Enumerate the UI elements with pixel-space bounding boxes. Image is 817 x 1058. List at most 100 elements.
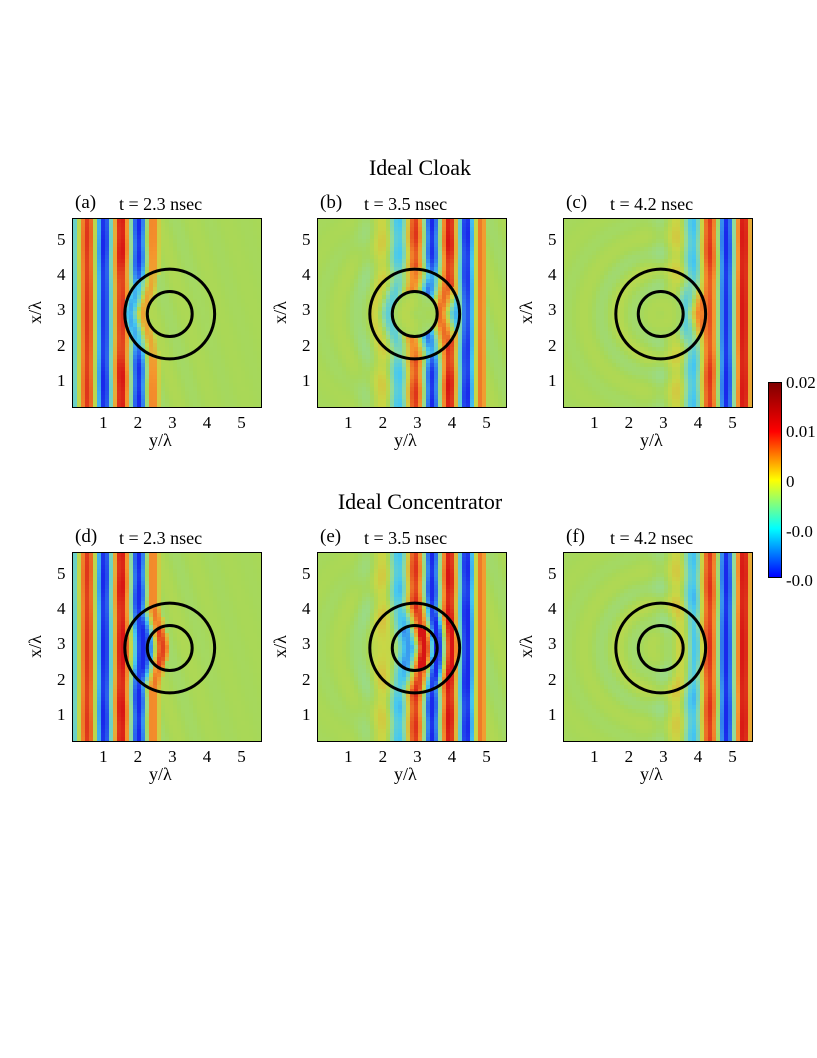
heatmap-cell: [366, 367, 371, 372]
heatmap-cell: [506, 355, 507, 360]
heatmap-cell: [454, 291, 459, 296]
heatmap-cell: [161, 371, 166, 376]
heatmap-cell: [326, 383, 331, 388]
heatmap-cell: [406, 283, 411, 288]
heatmap-cell: [390, 331, 395, 336]
heatmap-cell: [217, 231, 222, 236]
heatmap-cell: [89, 375, 94, 380]
heatmap-cell: [225, 371, 230, 376]
heatmap-cell: [482, 259, 487, 264]
heatmap-cell: [241, 327, 246, 332]
heatmap-cell: [205, 223, 210, 228]
heatmap-cell: [153, 283, 158, 288]
heatmap-cell: [624, 223, 629, 228]
heatmap-cell: [93, 251, 98, 256]
heatmap-cell: [173, 371, 178, 376]
heatmap-cell: [133, 403, 138, 407]
heatmap-cell: [233, 235, 238, 240]
heatmap-cell: [394, 251, 399, 256]
heatmap-cell: [121, 267, 126, 272]
heatmap-cell: [97, 351, 102, 356]
heatmap-cell: [410, 375, 415, 380]
heatmap-cell: [370, 255, 375, 260]
heatmap-cell: [378, 223, 383, 228]
heatmap-cell: [644, 231, 649, 236]
heatmap-cell: [213, 271, 218, 276]
heatmap-cell: [330, 239, 335, 244]
heatmap-cell: [494, 351, 499, 356]
heatmap-cell: [422, 243, 427, 248]
heatmap-cell: [490, 243, 495, 248]
heatmap-cell: [225, 363, 230, 368]
heatmap-cell: [470, 407, 475, 408]
heatmap-cell: [342, 335, 347, 340]
heatmap-cell: [382, 291, 387, 296]
heatmap-cell: [406, 287, 411, 292]
heatmap-cell: [129, 235, 134, 240]
heatmap-cell: [121, 343, 126, 348]
heatmap-cell: [261, 287, 262, 292]
heatmap-cell: [370, 331, 375, 336]
heatmap-cell: [181, 227, 186, 232]
heatmap-cell: [696, 231, 701, 236]
heatmap-cell: [462, 359, 467, 364]
heatmap-cell: [382, 315, 387, 320]
heatmap-cell: [233, 319, 238, 324]
heatmap-cell: [177, 263, 182, 268]
heatmap-cell: [366, 239, 371, 244]
heatmap-cell: [81, 399, 86, 404]
heatmap-cell: [197, 247, 202, 252]
heatmap-cell: [422, 247, 427, 252]
heatmap-cell: [362, 271, 367, 276]
heatmap-cell: [386, 363, 391, 368]
heatmap-cell: [426, 247, 431, 252]
heatmap-cell: [422, 347, 427, 352]
heatmap-cell: [442, 231, 447, 236]
heatmap-cell: [213, 343, 218, 348]
heatmap-cell: [668, 227, 673, 232]
heatmap-cell: [338, 307, 343, 312]
heatmap-cell: [414, 403, 419, 407]
heatmap-cell: [446, 351, 451, 356]
heatmap-cell: [442, 335, 447, 340]
heatmap-cell: [482, 219, 487, 224]
heatmap-cell: [125, 315, 130, 320]
heatmap-cell: [692, 227, 697, 232]
heatmap-cell: [390, 263, 395, 268]
heatmap-cell: [580, 239, 585, 244]
heatmap-cell: [378, 219, 383, 224]
heatmap-cell: [141, 343, 146, 348]
heatmap-cell: [233, 275, 238, 280]
heatmap-cell: [185, 367, 190, 372]
heatmap-cell: [446, 319, 451, 324]
heatmap-cell: [85, 391, 90, 396]
heatmap-cell: [229, 279, 234, 284]
heatmap-cell: [482, 235, 487, 240]
heatmap-cell: [362, 267, 367, 272]
heatmap-cell: [101, 231, 106, 236]
heatmap-cell: [169, 259, 174, 264]
heatmap-cell: [181, 267, 186, 272]
heatmap-cell: [77, 403, 82, 407]
heatmap-cell: [213, 383, 218, 388]
heatmap-cell: [322, 243, 327, 248]
heatmap-cell: [692, 223, 697, 228]
heatmap-cell: [494, 223, 499, 228]
heatmap-cell: [410, 399, 415, 404]
heatmap-cell: [398, 323, 403, 328]
heatmap-cell: [394, 387, 399, 392]
heatmap-cell: [438, 291, 443, 296]
heatmap-cell: [720, 235, 725, 240]
heatmap-cell: [326, 367, 331, 372]
heatmap-cell: [418, 219, 423, 224]
heatmap-cell: [378, 251, 383, 256]
heatmap-cell: [229, 323, 234, 328]
heatmap-cell: [474, 315, 479, 320]
heatmap-cell: [482, 231, 487, 236]
heatmap-cell: [466, 387, 471, 392]
heatmap-cell: [322, 227, 327, 232]
heatmap-cell: [97, 219, 102, 224]
heatmap-cell: [101, 359, 106, 364]
heatmap-cell: [494, 267, 499, 272]
heatmap-cell: [261, 375, 262, 380]
